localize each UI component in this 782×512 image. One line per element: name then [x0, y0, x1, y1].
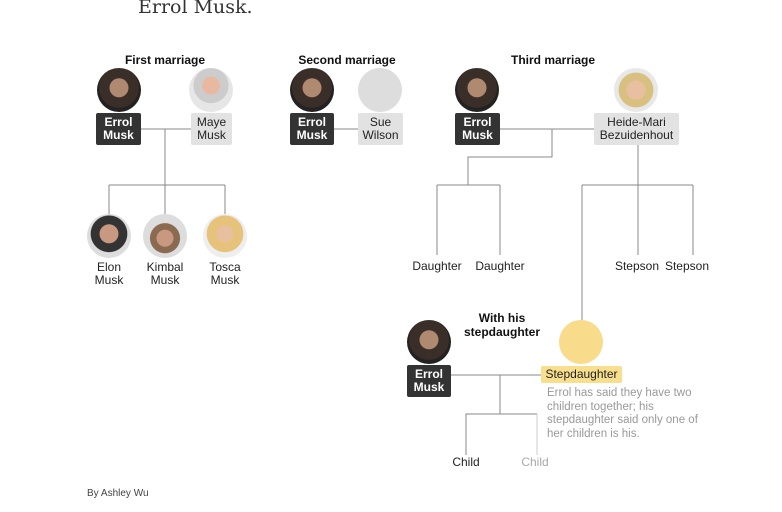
daughter-label: Daughter	[412, 259, 462, 273]
stepdaughter-label: Stepdaughter	[541, 366, 622, 383]
daughter-label: Daughter	[475, 259, 525, 273]
byline: By Ashley Wu	[87, 488, 149, 499]
stepson-label: Stepson	[664, 259, 710, 273]
heide-mari-label: Heide-Mari Bezuidenhout	[594, 113, 679, 145]
kimbal-musk-photo	[143, 214, 187, 258]
second-marriage-heading: Second marriage	[298, 53, 396, 67]
article-title-fragment: Errol Musk.	[138, 0, 253, 18]
stepdaughter-heading: With his stepdaughter	[463, 311, 540, 339]
sue-wilson-placeholder	[358, 68, 402, 112]
errol-musk-photo	[97, 68, 141, 112]
errol-musk-photo	[455, 68, 499, 112]
child-label: Child	[452, 455, 480, 469]
children-note: Errol has said they have two children to…	[547, 387, 698, 440]
errol-musk-photo	[407, 320, 451, 364]
child-label-disputed: Child	[521, 455, 549, 469]
heide-mari-photo	[614, 68, 658, 112]
tosca-musk-label: Tosca Musk	[209, 260, 241, 287]
kimbal-musk-label: Kimbal Musk	[146, 260, 184, 287]
stepson-label: Stepson	[614, 259, 660, 273]
first-marriage-heading: First marriage	[124, 53, 206, 67]
errol-musk-label: Errol Musk	[290, 113, 334, 145]
sue-wilson-label: Sue Wilson	[358, 113, 403, 145]
errol-musk-label: Errol Musk	[455, 113, 500, 145]
elon-musk-label: Elon Musk	[94, 260, 124, 287]
stepdaughter-placeholder	[559, 320, 603, 364]
maye-musk-photo	[189, 68, 233, 112]
elon-musk-photo	[87, 214, 131, 258]
errol-musk-label: Errol Musk	[96, 113, 141, 145]
tosca-musk-photo	[203, 214, 247, 258]
errol-musk-label: Errol Musk	[407, 365, 451, 397]
third-marriage-heading: Third marriage	[510, 53, 596, 67]
errol-musk-photo	[290, 68, 334, 112]
maye-musk-label: Maye Musk	[191, 113, 232, 145]
